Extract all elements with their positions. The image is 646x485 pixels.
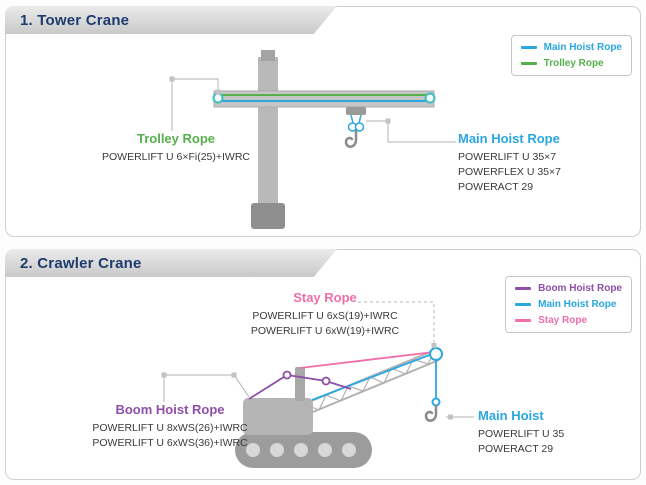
rope-spec: POWERFLEX U 35×7 (458, 166, 561, 179)
legend-item-boom-hoist-rope: Boom Hoist Rope (515, 283, 622, 294)
leader-markers (169, 76, 391, 124)
rope-spec: POWERLIFT U 6xW(19)+IWRC (250, 325, 400, 338)
legend-label: Main Hoist Rope (538, 299, 617, 310)
legend-label: Boom Hoist Rope (538, 283, 622, 294)
tower-crane-title: 1. Tower Crane (20, 11, 130, 29)
legend-item-main-hoist-rope: Main Hoist Rope (520, 42, 622, 53)
legend-item-trolley-rope: Trolley Rope (520, 58, 622, 69)
rope-spec: POWERACT 29 (458, 181, 534, 194)
rope-spec: POWERLIFT U 35×7 (458, 151, 557, 163)
tower-legend: Main Hoist Rope Trolley Rope (510, 35, 632, 76)
trolley-rope-heading: Trolley Rope (136, 131, 216, 146)
boom-hoist-rope-swatch (515, 287, 532, 290)
main-hoist-rope-line (311, 353, 437, 401)
tower-crane-panel: 1. Tower Crane (5, 6, 641, 237)
rope-spec: POWERACT 29 (478, 443, 554, 456)
rope-spec: POWERLIFT U 6xS(19)+IWRC (252, 310, 398, 322)
boom-hoist-rope-line (248, 374, 352, 400)
main-hoist-rope-swatch (515, 303, 532, 306)
boom-hoist-rope-heading: Boom Hoist Rope (115, 402, 225, 417)
legend-label: Main Hoist Rope (543, 42, 622, 53)
boom-hoist-rope-label-block: Boom Hoist Rope POWERLIFT U 8xWS(26)+IWR… (70, 402, 270, 451)
rope-spec: POWERLIFT U 6×Fi(25)+IWRC (102, 151, 250, 163)
rope-spec: POWERLIFT U 35 (478, 428, 565, 440)
crawler-crane-panel: 2. Crawler Crane (5, 249, 641, 480)
main-hoist-rope-label-block: Main Hoist Rope POWERLIFT U 35×7 POWERFL… (458, 131, 633, 196)
rope-spec: POWERLIFT U 6xWS(36)+IWRC (92, 437, 248, 450)
main-hoist-rope-swatch (520, 46, 537, 49)
lattice-boom (303, 349, 440, 415)
rope-spec: POWERLIFT U 8xWS(26)+IWRC (92, 422, 248, 434)
main-hoist-rope-heading: Main Hoist Rope (458, 131, 560, 146)
stay-rope-heading: Stay Rope (293, 290, 357, 305)
legend-label: Trolley Rope (543, 58, 604, 69)
trolley-rope-swatch (520, 62, 537, 65)
boom-tip-sheave (429, 347, 443, 407)
legend-label: Stay Rope (538, 315, 588, 326)
legend-item-main-hoist-rope: Main Hoist Rope (515, 299, 622, 310)
boom-hoist-sheaves (282, 370, 331, 386)
crawler-crane-banner: 2. Crawler Crane (5, 249, 337, 277)
legend-item-stay-rope: Stay Rope (515, 315, 622, 326)
crawler-legend: Boom Hoist Rope Main Hoist Rope Stay Rop… (505, 276, 632, 333)
jib-sheaves (212, 92, 436, 104)
trolley-and-hook (344, 107, 366, 148)
trolley-rope-label-block: Trolley Rope POWERLIFT U 6×Fi(25)+IWRC (66, 131, 286, 165)
crawler-main-hoist-heading: Main Hoist (478, 408, 544, 423)
hook-icon (424, 404, 438, 422)
stay-rope-line (299, 351, 435, 369)
tower-crane-banner: 1. Tower Crane (5, 6, 337, 34)
crawler-crane-title: 2. Crawler Crane (20, 254, 142, 272)
stay-rope-label-block: Stay Rope POWERLIFT U 6xS(19)+IWRC POWER… (200, 290, 450, 339)
crawler-main-hoist-label-block: Main Hoist POWERLIFT U 35 POWERACT 29 (478, 408, 628, 457)
stay-rope-swatch (515, 319, 532, 322)
hook-icon (344, 129, 358, 148)
